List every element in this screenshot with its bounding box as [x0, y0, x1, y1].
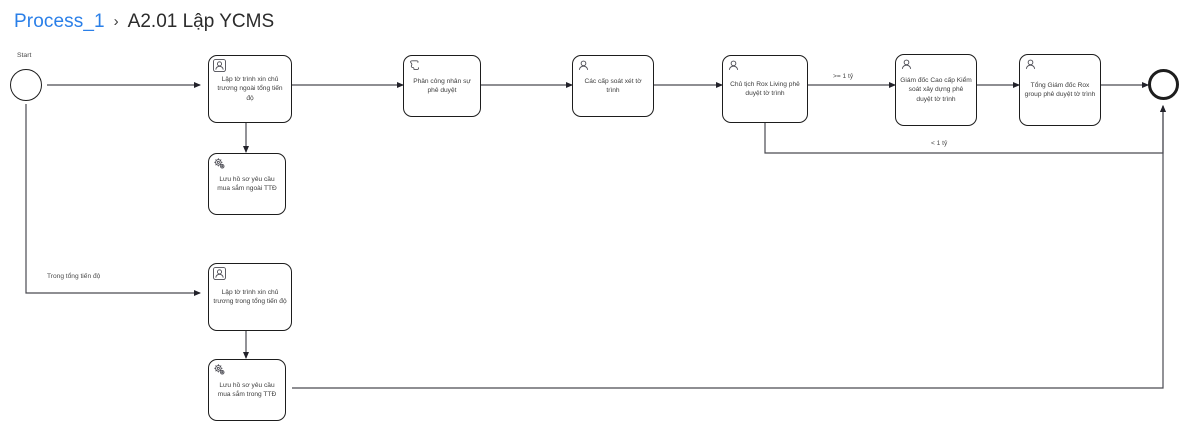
user-icon — [213, 267, 226, 280]
task-label: Tổng Giám đốc Rox group phê duyệt tờ trì… — [1024, 81, 1096, 98]
user-icon — [578, 60, 589, 70]
task-luu-ho-so-ngoai-ttd[interactable]: Lưu hồ sơ yêu cầu mua sắm ngoài TTĐ — [208, 153, 286, 215]
start-event[interactable] — [10, 69, 42, 101]
breadcrumb: Process_1 › A2.01 Lập YCMS — [14, 8, 274, 36]
user-icon — [1025, 59, 1036, 69]
task-label: Lưu hồ sơ yêu cầu mua sắm ngoài TTĐ — [217, 175, 277, 192]
task-label: Giám đốc Cao cấp Kiểm soát xây dựng phê … — [900, 77, 972, 103]
flow-label-gte-1-ty: >= 1 tỷ — [833, 73, 854, 80]
flow-label-trong-tong-tien-do: Trong tổng tiến độ — [47, 273, 101, 280]
task-tong-giam-doc-rox-group-phe-duyet[interactable]: Tổng Giám đốc Rox group phê duyệt tờ trì… — [1019, 54, 1101, 126]
task-label: Các cấp soát xét tờ trình — [584, 77, 642, 94]
task-cac-cap-soat-xet-to-trinh[interactable]: Các cấp soát xét tờ trình — [572, 55, 654, 117]
gear-icon — [214, 158, 225, 169]
task-label: Phân công nhân sự phê duyệt — [413, 77, 471, 94]
gear-icon — [214, 364, 225, 375]
user-icon — [728, 60, 739, 70]
task-lap-to-trinh-trong-ttd[interactable]: Lập tờ trình xin chủ trương trong tổng t… — [208, 263, 292, 331]
task-phan-cong-nhan-su-phe-duyet[interactable]: Phân công nhân sự phê duyệt — [403, 55, 481, 117]
breadcrumb-parent-link[interactable]: Process_1 — [14, 11, 105, 32]
task-label: Chủ tịch Rox Living phê duyệt tờ trình — [730, 80, 800, 97]
chevron-right-icon: › — [113, 12, 119, 30]
task-chu-tich-rox-living-phe-duyet[interactable]: Chủ tịch Rox Living phê duyệt tờ trình — [722, 55, 808, 123]
user-icon — [213, 59, 226, 72]
user-icon — [901, 59, 912, 69]
script-icon — [410, 60, 419, 70]
connector-layer — [25, 82, 1166, 389]
end-event[interactable] — [1148, 69, 1179, 100]
task-label: Lập tờ trình xin chủ trương trong tổng t… — [213, 288, 287, 305]
diagram-canvas[interactable]: Start Lập tờ trình xin chủ trương ngoài … — [0, 40, 1196, 421]
task-label: Lưu hồ sơ yêu cầu mua sắm trong TTĐ — [217, 381, 277, 398]
start-event-label: Start — [17, 52, 32, 59]
task-luu-ho-so-trong-ttd[interactable]: Lưu hồ sơ yêu cầu mua sắm trong TTĐ — [208, 359, 286, 421]
task-label: Lập tờ trình xin chủ trương ngoài tổng t… — [217, 76, 283, 102]
page-title: A2.01 Lập YCMS — [127, 11, 275, 32]
task-giam-doc-cao-cap-kiem-soat-xay-dung[interactable]: Giám đốc Cao cấp Kiểm soát xây dựng phê … — [895, 54, 977, 126]
flow-label-lt-1-ty: < 1 tỷ — [931, 140, 948, 147]
task-lap-to-trinh-ngoai-ttd[interactable]: Lập tờ trình xin chủ trương ngoài tổng t… — [208, 55, 292, 123]
